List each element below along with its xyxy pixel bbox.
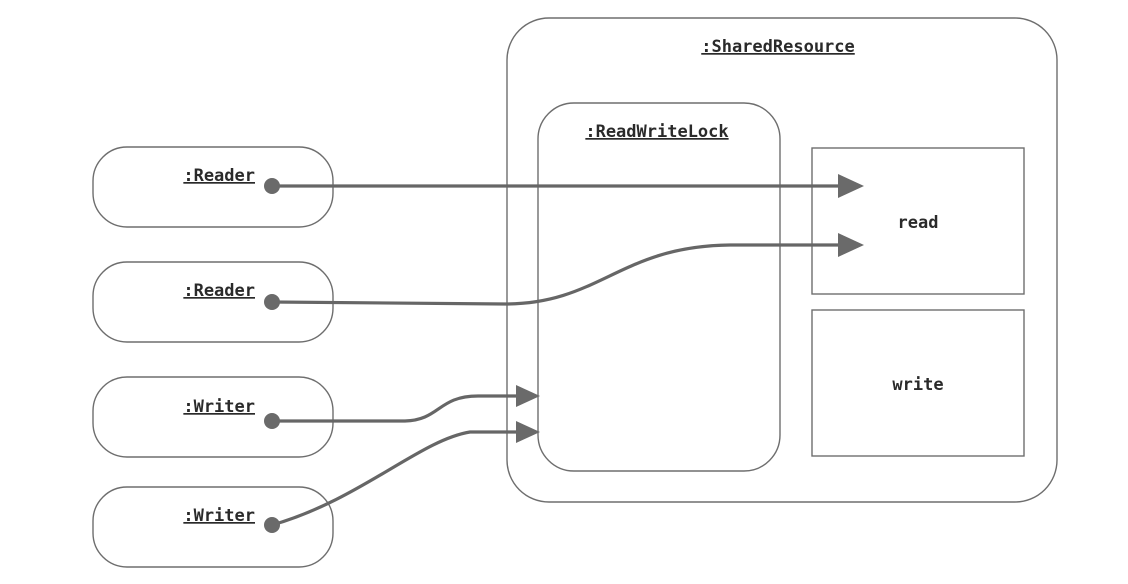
connector-writer-1-to-lock xyxy=(264,385,540,429)
connector-writer-2-to-lock xyxy=(264,421,540,533)
read-operation-label: read xyxy=(898,213,939,233)
shared-resource-label: :SharedResource xyxy=(701,37,855,57)
port-dot xyxy=(264,294,280,310)
writer-label-2: :Writer xyxy=(183,506,255,526)
read-write-lock-label: :ReadWriteLock xyxy=(585,122,728,142)
reader-label-1: :Reader xyxy=(183,166,255,186)
reader-label-2: :Reader xyxy=(183,281,255,301)
read-write-lock-node: :ReadWriteLock xyxy=(537,102,781,472)
arrowhead xyxy=(838,233,864,257)
arrowhead xyxy=(838,174,864,198)
connector-reader-1-to-read xyxy=(264,174,864,198)
write-operation-node: write xyxy=(811,309,1025,457)
port-dot xyxy=(264,413,280,429)
read-operation-node: read xyxy=(811,147,1025,295)
arrowhead xyxy=(516,385,540,407)
write-operation-label: write xyxy=(892,375,943,395)
writer-node-2: :Writer xyxy=(92,486,334,568)
port-dot xyxy=(264,178,280,194)
writer-node-1: :Writer xyxy=(92,376,334,458)
writer-label-1: :Writer xyxy=(183,397,255,417)
port-dot xyxy=(264,517,280,533)
connector-reader-2-to-read xyxy=(264,233,864,310)
shared-resource-node: :SharedResource xyxy=(506,17,1058,503)
arrowhead xyxy=(516,421,540,443)
